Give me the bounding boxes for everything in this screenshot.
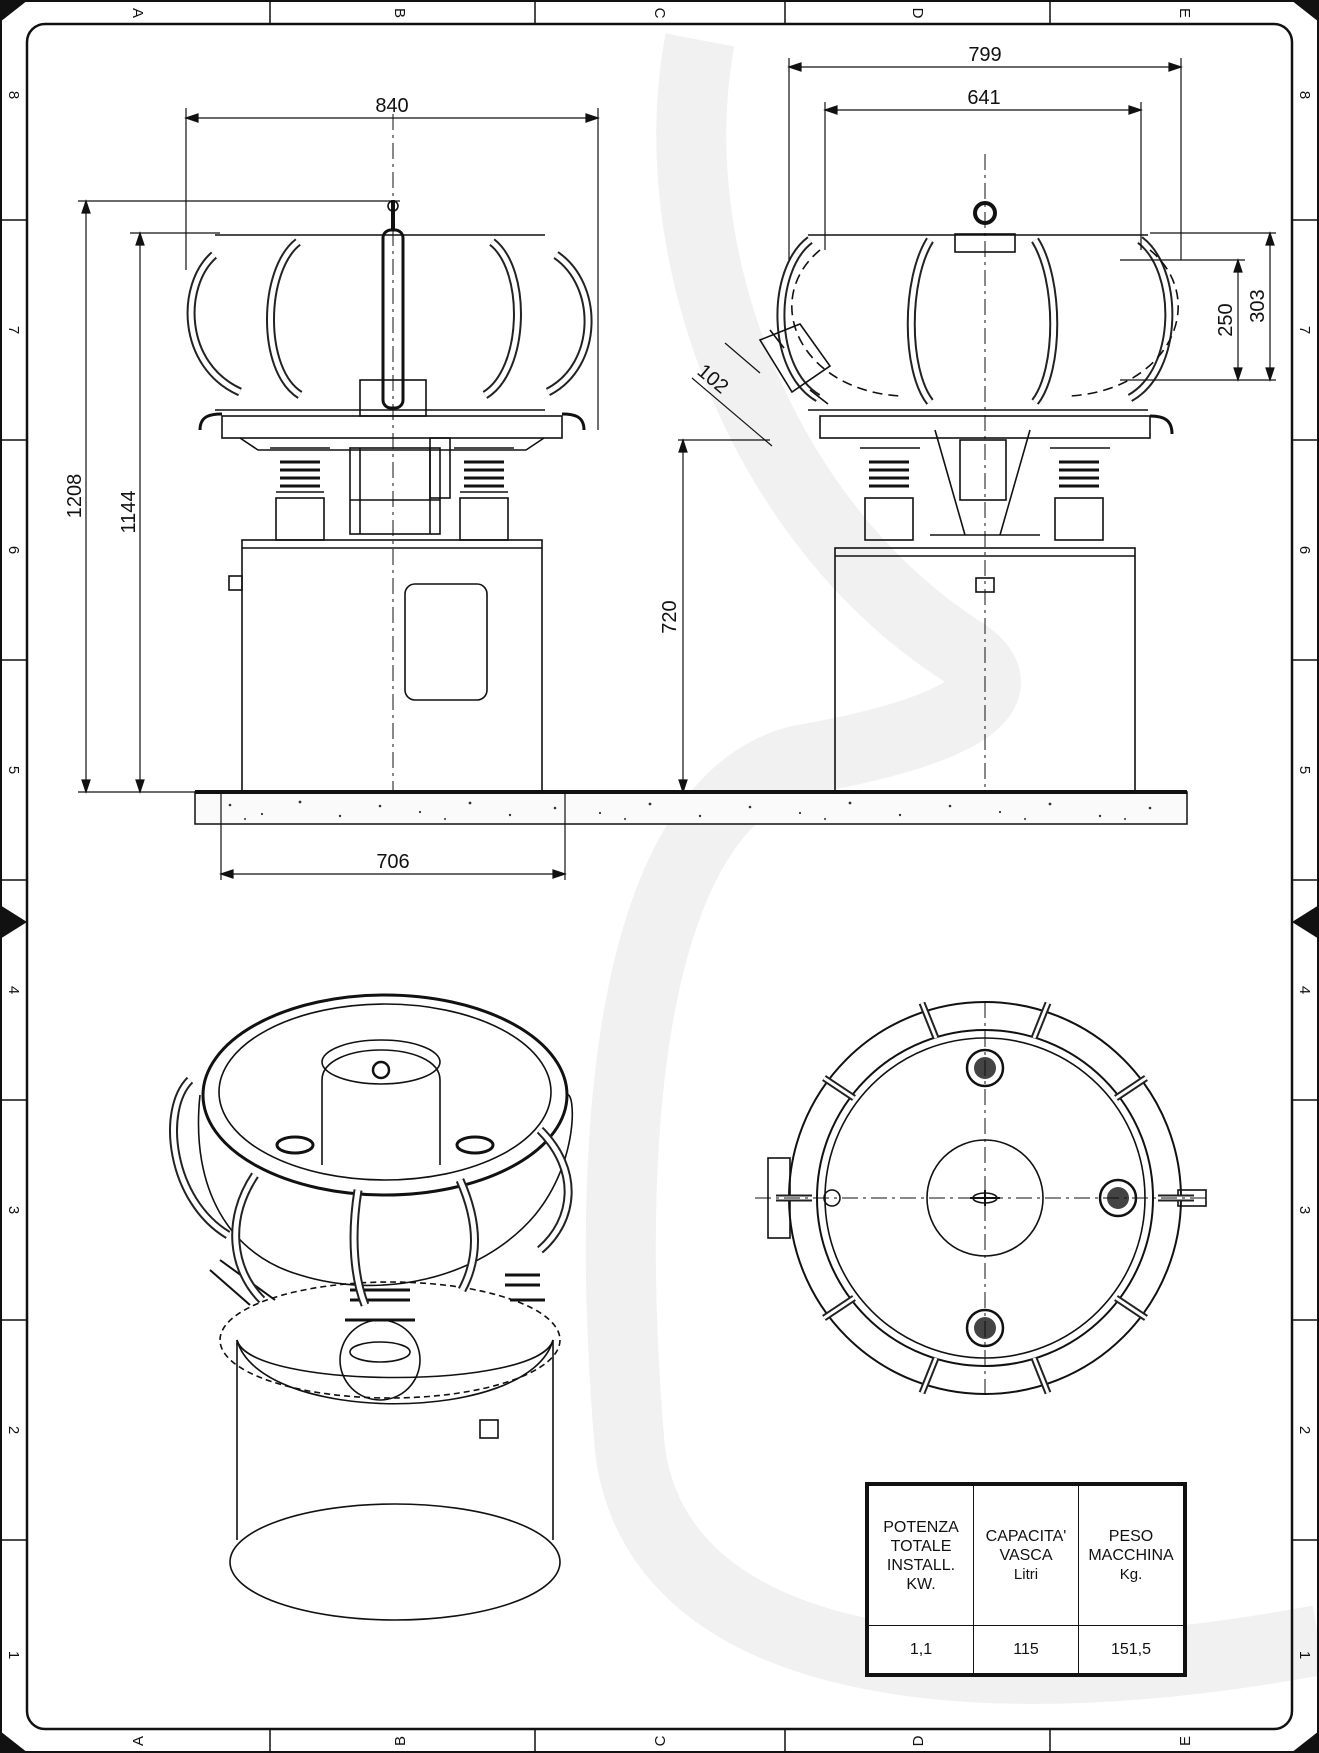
- spec-value-row: 1,1 115 151,5: [868, 1625, 1184, 1674]
- row-label-left: 7: [5, 326, 22, 334]
- col-label-top: C: [651, 8, 668, 19]
- front-elevation-view: [186, 200, 593, 793]
- side-dimensions: [678, 58, 1276, 794]
- spec-header-row: POTENZA TOTALE INSTALL. KW. CAPACITA' VA…: [868, 1485, 1184, 1626]
- weight-value: 151,5: [1078, 1625, 1184, 1674]
- col-label-bottom: D: [910, 1735, 927, 1746]
- col-label-top: A: [129, 8, 146, 18]
- side-outer-width-dimension: 799: [968, 44, 1001, 66]
- row-label-right: 1: [1296, 1651, 1313, 1659]
- row-label-right: 2: [1296, 1426, 1313, 1434]
- front-dimensions: [78, 108, 600, 880]
- col-label-bottom: C: [652, 1735, 669, 1746]
- front-width-dimension: 840: [375, 95, 408, 117]
- col-label-top: D: [909, 8, 926, 19]
- row-label-right: 4: [1296, 986, 1313, 994]
- row-label-left: 2: [5, 1426, 22, 1434]
- weight-header: PESO MACCHINA Kg.: [1078, 1485, 1184, 1626]
- power-header: POTENZA TOTALE INSTALL. KW.: [868, 1485, 974, 1626]
- row-label-right: 5: [1296, 766, 1313, 774]
- row-label-left: 5: [5, 766, 22, 774]
- row-label-left: 4: [5, 986, 22, 994]
- unload-height-dimension: 720: [659, 600, 681, 633]
- row-label-right: 7: [1296, 326, 1313, 334]
- spec-table: POTENZA TOTALE INSTALL. KW. CAPACITA' VA…: [865, 1482, 1187, 1677]
- power-value: 1,1: [868, 1625, 974, 1674]
- bowl-outer-depth-dimension: 303: [1247, 289, 1269, 322]
- col-label-bottom: B: [392, 1736, 409, 1746]
- front-body-height-dimension: 1144: [118, 490, 140, 533]
- watermark-logo: [585, 33, 1319, 1704]
- row-label-left: 1: [5, 1651, 22, 1659]
- base-width-dimension: 706: [376, 851, 409, 873]
- floor-slab: [194, 790, 1188, 825]
- row-label-left: 8: [5, 91, 22, 99]
- row-label-right: 6: [1296, 546, 1313, 554]
- row-label-left: 3: [5, 1206, 22, 1214]
- front-total-height-dimension: 1208: [64, 474, 86, 519]
- row-label-right: 8: [1296, 91, 1313, 99]
- row-label-right: 3: [1296, 1206, 1313, 1214]
- isometric-view: [169, 993, 574, 1621]
- bowl-inner-depth-dimension: 250: [1215, 303, 1237, 336]
- capacity-value: 115: [973, 1625, 1079, 1674]
- col-label-top: B: [391, 8, 408, 18]
- capacity-header: CAPACITA' VASCA Litri: [973, 1485, 1079, 1626]
- side-elevation-view: [758, 201, 1179, 793]
- top-view-centerlines: [755, 1002, 1210, 1394]
- col-label-bottom: A: [130, 1736, 147, 1746]
- row-label-left: 6: [5, 546, 22, 554]
- col-label-bottom: E: [1177, 1736, 1194, 1746]
- zone-labels: A B C D E A B C D E 8 7 6 5 4 3 2 1 8 7 …: [5, 8, 1313, 1747]
- side-inner-width-dimension: 641: [967, 87, 1000, 109]
- col-label-top: E: [1176, 8, 1193, 18]
